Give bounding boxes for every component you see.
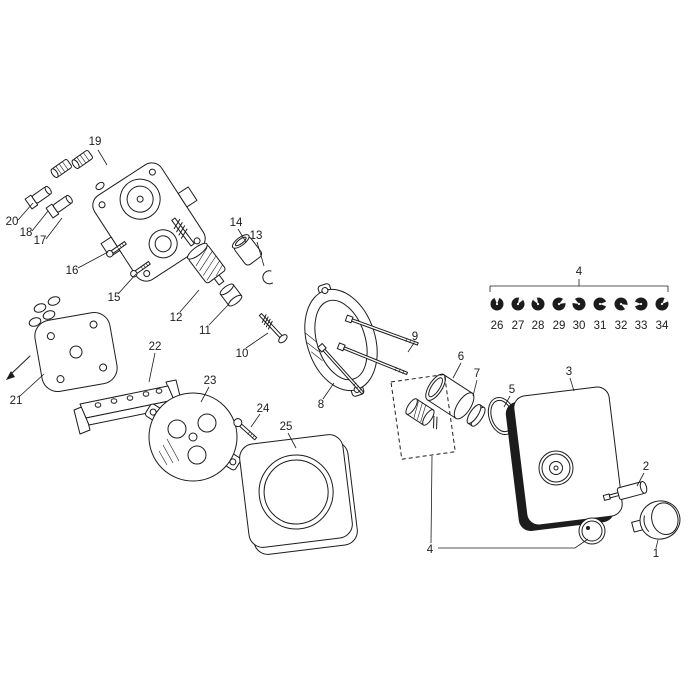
- part-10-screw-spring: [258, 313, 288, 344]
- variant-label-34: 34: [656, 320, 669, 332]
- leader-lines: [17, 149, 659, 549]
- variant-label-26: 26: [491, 320, 504, 332]
- callout-22: 22: [149, 341, 162, 353]
- callout-11: 11: [199, 325, 211, 337]
- part-screw-15: [130, 261, 151, 278]
- group-4-dashed-box: [390, 373, 456, 460]
- callout-18: 18: [20, 227, 33, 239]
- handle-variant-icon: [490, 297, 504, 311]
- callout-5: 5: [509, 384, 515, 396]
- part-25-escutcheon: [239, 434, 358, 555]
- part-4-insert: [405, 398, 438, 430]
- callout-14: 14: [230, 217, 243, 229]
- part-screw-16: [106, 241, 127, 258]
- handle-variants-bracket: [489, 279, 669, 292]
- handle-variant-icon: [634, 297, 648, 311]
- part-2-adapter: [602, 481, 648, 501]
- handle-variant-icon: [612, 295, 630, 313]
- variant-label-31: 31: [594, 320, 607, 332]
- callout-9: 9: [412, 331, 418, 343]
- callout-17: 17: [34, 235, 47, 247]
- part-1-handle: [631, 500, 681, 540]
- callout-2: 2: [643, 461, 649, 473]
- callout-1: 1: [653, 548, 659, 560]
- part-7-disc: [466, 404, 486, 427]
- callout-13: 13: [250, 230, 263, 242]
- variant-label-28: 28: [532, 320, 545, 332]
- variant-label-29: 29: [553, 320, 566, 332]
- variant-label-30: 30: [573, 320, 586, 332]
- callout-23: 23: [204, 375, 217, 387]
- callout-16: 16: [66, 265, 79, 277]
- part-3-faceplate: [505, 386, 623, 531]
- part-valve-body: [92, 162, 206, 282]
- callout-8: 8: [318, 399, 324, 411]
- variant-label-27: 27: [512, 320, 525, 332]
- part-12-cartridge: [186, 242, 226, 286]
- callout-12: 12: [170, 312, 183, 324]
- part-6-sleeve: [425, 373, 475, 420]
- callout-4-group: 4: [427, 544, 434, 556]
- part-13-clip: [262, 270, 273, 285]
- part-o-ring-cluster: [28, 296, 61, 327]
- callout-7: 7: [474, 368, 480, 380]
- part-8-mounting-ring: [304, 283, 378, 397]
- callout-15: 15: [108, 292, 121, 304]
- part-spindle-spring: [171, 217, 195, 247]
- part-23-function-block: [144, 392, 242, 482]
- handle-variant-icon: [529, 295, 547, 313]
- part-4-control-button: [578, 517, 606, 545]
- direction-arrow-icon: [6, 355, 31, 380]
- part-24-screw: [233, 418, 258, 441]
- handle-variant-icon: [593, 297, 607, 311]
- part-9-long-screws: [317, 314, 419, 395]
- callout-20: 20: [6, 216, 19, 228]
- callout-24: 24: [257, 403, 270, 415]
- callout-3: 3: [566, 366, 572, 378]
- variant-label-32: 32: [615, 320, 628, 332]
- variant-label-33: 33: [635, 320, 648, 332]
- handle-variants-row: [490, 294, 672, 314]
- callout-4-variants: 4: [576, 266, 583, 278]
- part-21-seal-plate: [34, 311, 118, 393]
- handle-variant-icon: [509, 295, 527, 313]
- callout-6: 6: [458, 351, 464, 363]
- part-14-cap: [231, 234, 263, 266]
- handle-variant-icon: [550, 295, 568, 313]
- callout-21: 21: [10, 395, 23, 407]
- handle-variant-icon: [652, 294, 672, 314]
- callout-10: 10: [236, 348, 249, 360]
- callout-25: 25: [280, 421, 293, 433]
- part-11-sleeve: [219, 283, 243, 307]
- callout-19: 19: [89, 136, 102, 148]
- handle-variant-icon: [570, 295, 588, 313]
- part-plug-group: [24, 150, 93, 219]
